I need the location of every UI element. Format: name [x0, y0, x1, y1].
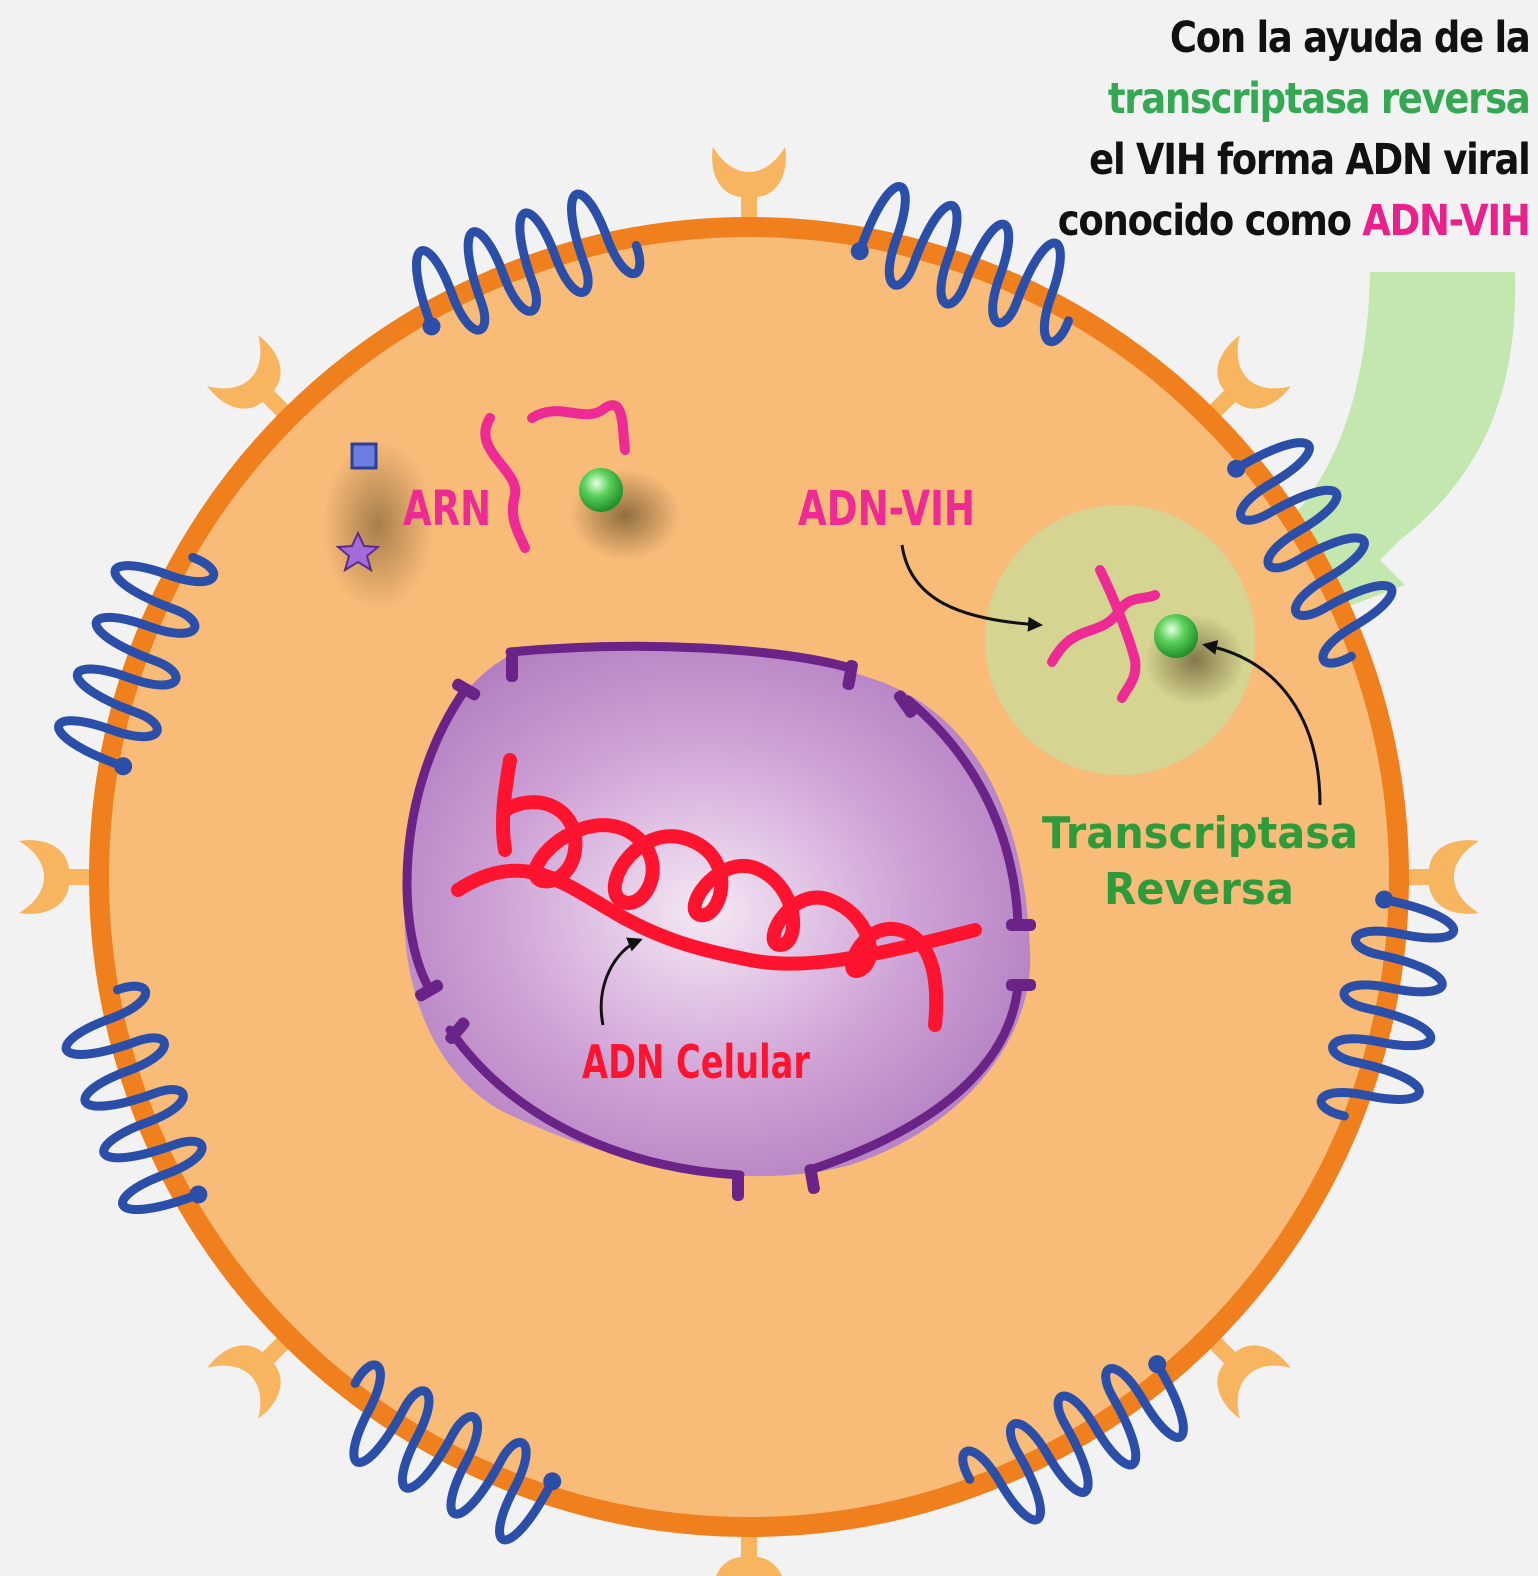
enzyme-sphere-icon [1154, 614, 1198, 658]
nuclear-pores [414, 652, 1036, 1201]
receptor-icon [207, 1330, 296, 1419]
caption: Con la ayuda de la transcriptasa reversa… [1058, 8, 1532, 252]
caption-line-1: Con la ayuda de la [1170, 13, 1531, 63]
receptor-icon [1202, 1330, 1291, 1419]
membrane-protein-icon [1316, 890, 1459, 1121]
nuclear-pore-icon [1006, 979, 1036, 991]
nuclear-pore-icon [414, 979, 444, 1002]
membrane-protein-icon [412, 189, 645, 336]
caption-line-4-prefix: conocido como [1058, 196, 1363, 246]
receptor-icon [712, 147, 786, 227]
receptor-icon [207, 335, 296, 424]
nuclear-envelope [402, 641, 1023, 1180]
enzyme-sphere-icon [579, 468, 623, 512]
receptor-icon [1202, 335, 1291, 424]
pointer-arrows [599, 544, 1322, 1026]
receptor-icon [19, 840, 99, 914]
nuclear-pore-icon [893, 690, 917, 718]
membrane-protein-icon [850, 182, 1074, 347]
rna-strand-icon [480, 400, 630, 553]
membrane-protein-icon [958, 1355, 1188, 1525]
nuclear-pore-icon [732, 1171, 744, 1201]
membrane-protein-icon [61, 981, 208, 1214]
cell-membrane [89, 217, 1409, 1537]
membrane-proteins [54, 182, 1459, 1545]
nuclear-pore-icon [445, 1017, 470, 1045]
receptor-icon [716, 1527, 782, 1576]
caption-line-4-highlight: ADN-VIH [1362, 196, 1532, 246]
label-arn: ARN [403, 481, 491, 537]
nuclear-pore-icon [1006, 919, 1036, 931]
receptor-icon [1399, 840, 1479, 914]
nuclear-pore-icon [842, 659, 858, 691]
label-reversa: Reversa [1104, 864, 1294, 915]
nuclear-pore-icon [506, 652, 518, 682]
dna-helix-icon [451, 753, 982, 1032]
caption-line-3: el VIH forma ADN viral [1089, 135, 1532, 185]
caption-line-2: transcriptasa reversa [1108, 74, 1531, 124]
label-adn-vih: ADN-VIH [798, 481, 975, 537]
receptor-cups [19, 147, 1479, 1576]
label-adn-celular: ADN Celular [582, 1035, 810, 1089]
membrane-protein-icon [349, 1360, 562, 1545]
nuclear-pore-icon [804, 1163, 820, 1195]
label-transcriptasa: Transcriptasa [1042, 808, 1358, 859]
membrane-protein-icon [1227, 438, 1397, 668]
caption-line-4: conocido como ADN-VIH [1058, 191, 1532, 252]
square-molecule-icon [350, 442, 378, 470]
transcription-zone [985, 505, 1255, 775]
nuclear-pore-icon [451, 678, 481, 701]
membrane-protein-icon [54, 552, 219, 776]
star-molecule-icon [335, 530, 381, 573]
adn-vih-strand [1047, 565, 1160, 703]
